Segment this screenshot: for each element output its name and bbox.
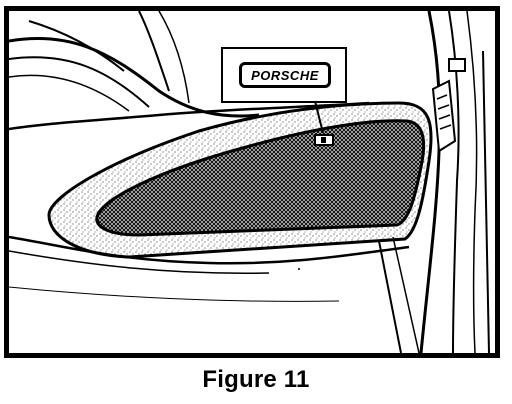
badge-callout-box: PORSCHE bbox=[221, 47, 347, 103]
figure-illustration: PORSCHE bbox=[4, 6, 500, 358]
figure-caption: Figure 11 bbox=[202, 366, 310, 393]
porsche-badge: PORSCHE bbox=[239, 62, 331, 88]
door-panel-drawing bbox=[9, 11, 490, 353]
badge-text: PORSCHE bbox=[251, 67, 319, 83]
